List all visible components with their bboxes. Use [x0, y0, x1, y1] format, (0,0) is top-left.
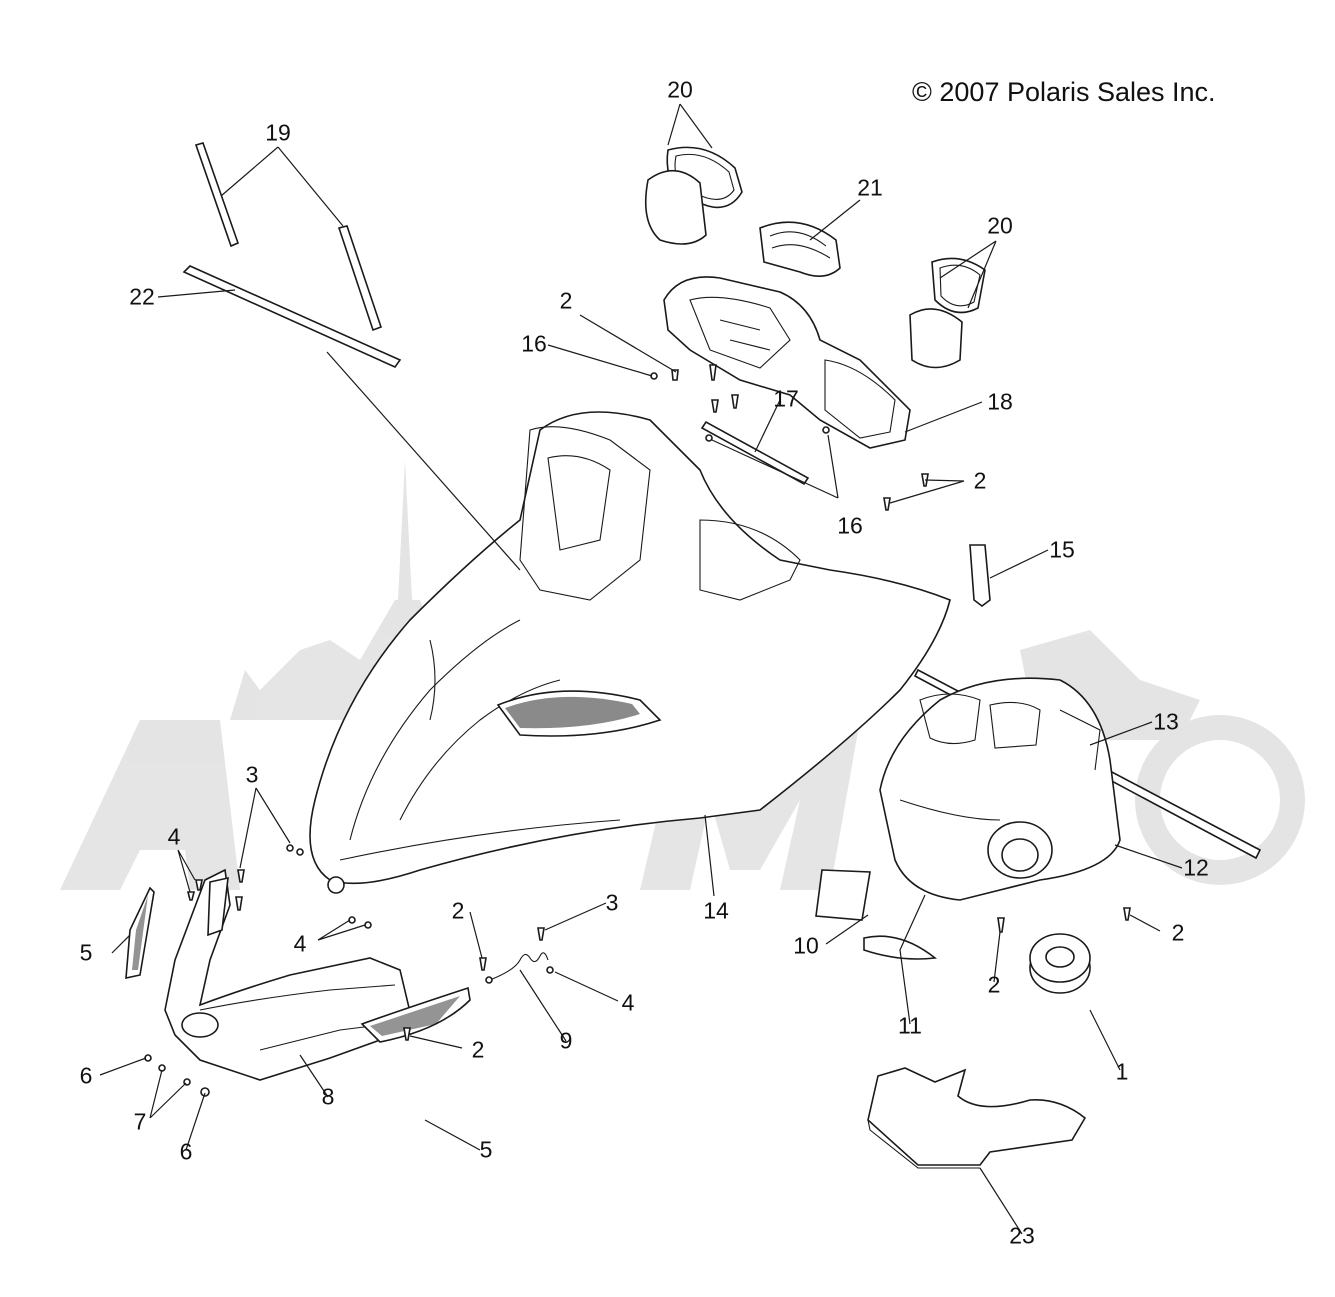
part-11-decal: [863, 935, 938, 960]
callout-label: 2: [973, 467, 987, 494]
hardware-fasteners-bottom: [144, 844, 1131, 1097]
callout-label: 4: [167, 823, 181, 850]
leader-22-to-hood: [326, 351, 521, 571]
part-22-seal: [182, 265, 402, 368]
callout-label: 17: [773, 385, 799, 412]
copyright-notice: © 2007 Polaris Sales Inc.: [912, 77, 1216, 107]
part-21-gauge: [759, 221, 841, 277]
part-8-nose-bracket: [164, 868, 411, 1081]
callout-label: 20: [667, 76, 693, 103]
callout-label: 14: [703, 897, 729, 924]
callout-label: 18: [987, 388, 1013, 415]
callout-label: 11: [898, 1012, 922, 1039]
callout-label: 7: [133, 1108, 147, 1135]
callout-label: 2: [987, 971, 1001, 998]
callout-label: 9: [559, 1027, 573, 1054]
part-19-trim-strips: [194, 142, 383, 332]
part-10-decal: [815, 869, 871, 921]
callout-label: 21: [857, 174, 883, 201]
part-12-storage-bin: [879, 677, 1121, 901]
callout-label: 2: [451, 897, 465, 924]
callout-label: 4: [293, 930, 307, 957]
callout-label: 19: [265, 119, 291, 146]
callout-label: 5: [79, 939, 93, 966]
part-9-harness: [485, 952, 549, 984]
callout-label: 6: [179, 1138, 193, 1165]
callout-label: 6: [79, 1062, 93, 1089]
part-14-hood: [309, 411, 951, 894]
callout-label: 4: [621, 989, 635, 1016]
watermark-spire: [398, 460, 412, 600]
callout-label: 1: [1115, 1058, 1129, 1085]
callout-label: 8: [321, 1083, 335, 1110]
part-17-trim-bar: [700, 420, 810, 486]
callout-label: 3: [605, 889, 619, 916]
part-23-foam-pad: [867, 1067, 1087, 1169]
callout-label: 15: [1049, 536, 1075, 563]
watermark-letter-a: [60, 720, 240, 890]
callout-label: 16: [521, 330, 547, 357]
callout-label: 5: [479, 1136, 493, 1163]
callout-label: 10: [793, 932, 819, 959]
callout-label: 13: [1153, 708, 1179, 735]
callout-label: 3: [245, 761, 259, 788]
part-1-grommet: [1029, 933, 1091, 994]
leader-lines: [99, 103, 1183, 1235]
watermark-wheel-inner: [1160, 740, 1280, 860]
callout-label: 2: [471, 1036, 485, 1063]
callout-label: 2: [559, 287, 573, 314]
part-20-gauge-bezel-lower: [909, 257, 986, 369]
callout-label: 23: [1009, 1222, 1035, 1249]
part-20-gauge-bezel-upper: [644, 146, 743, 245]
trim-strip-left: [194, 142, 240, 248]
callout-label: 16: [837, 512, 863, 539]
part-18-instrument-pod: [663, 276, 911, 449]
trim-strip-right: [337, 225, 383, 332]
part-15-clip: [969, 544, 991, 607]
callout-label: 2: [1171, 919, 1185, 946]
callout-label: 22: [129, 283, 155, 310]
callout-label: 20: [987, 212, 1013, 239]
hood-vent-grille: [505, 696, 640, 729]
callout-label: 12: [1183, 854, 1209, 881]
